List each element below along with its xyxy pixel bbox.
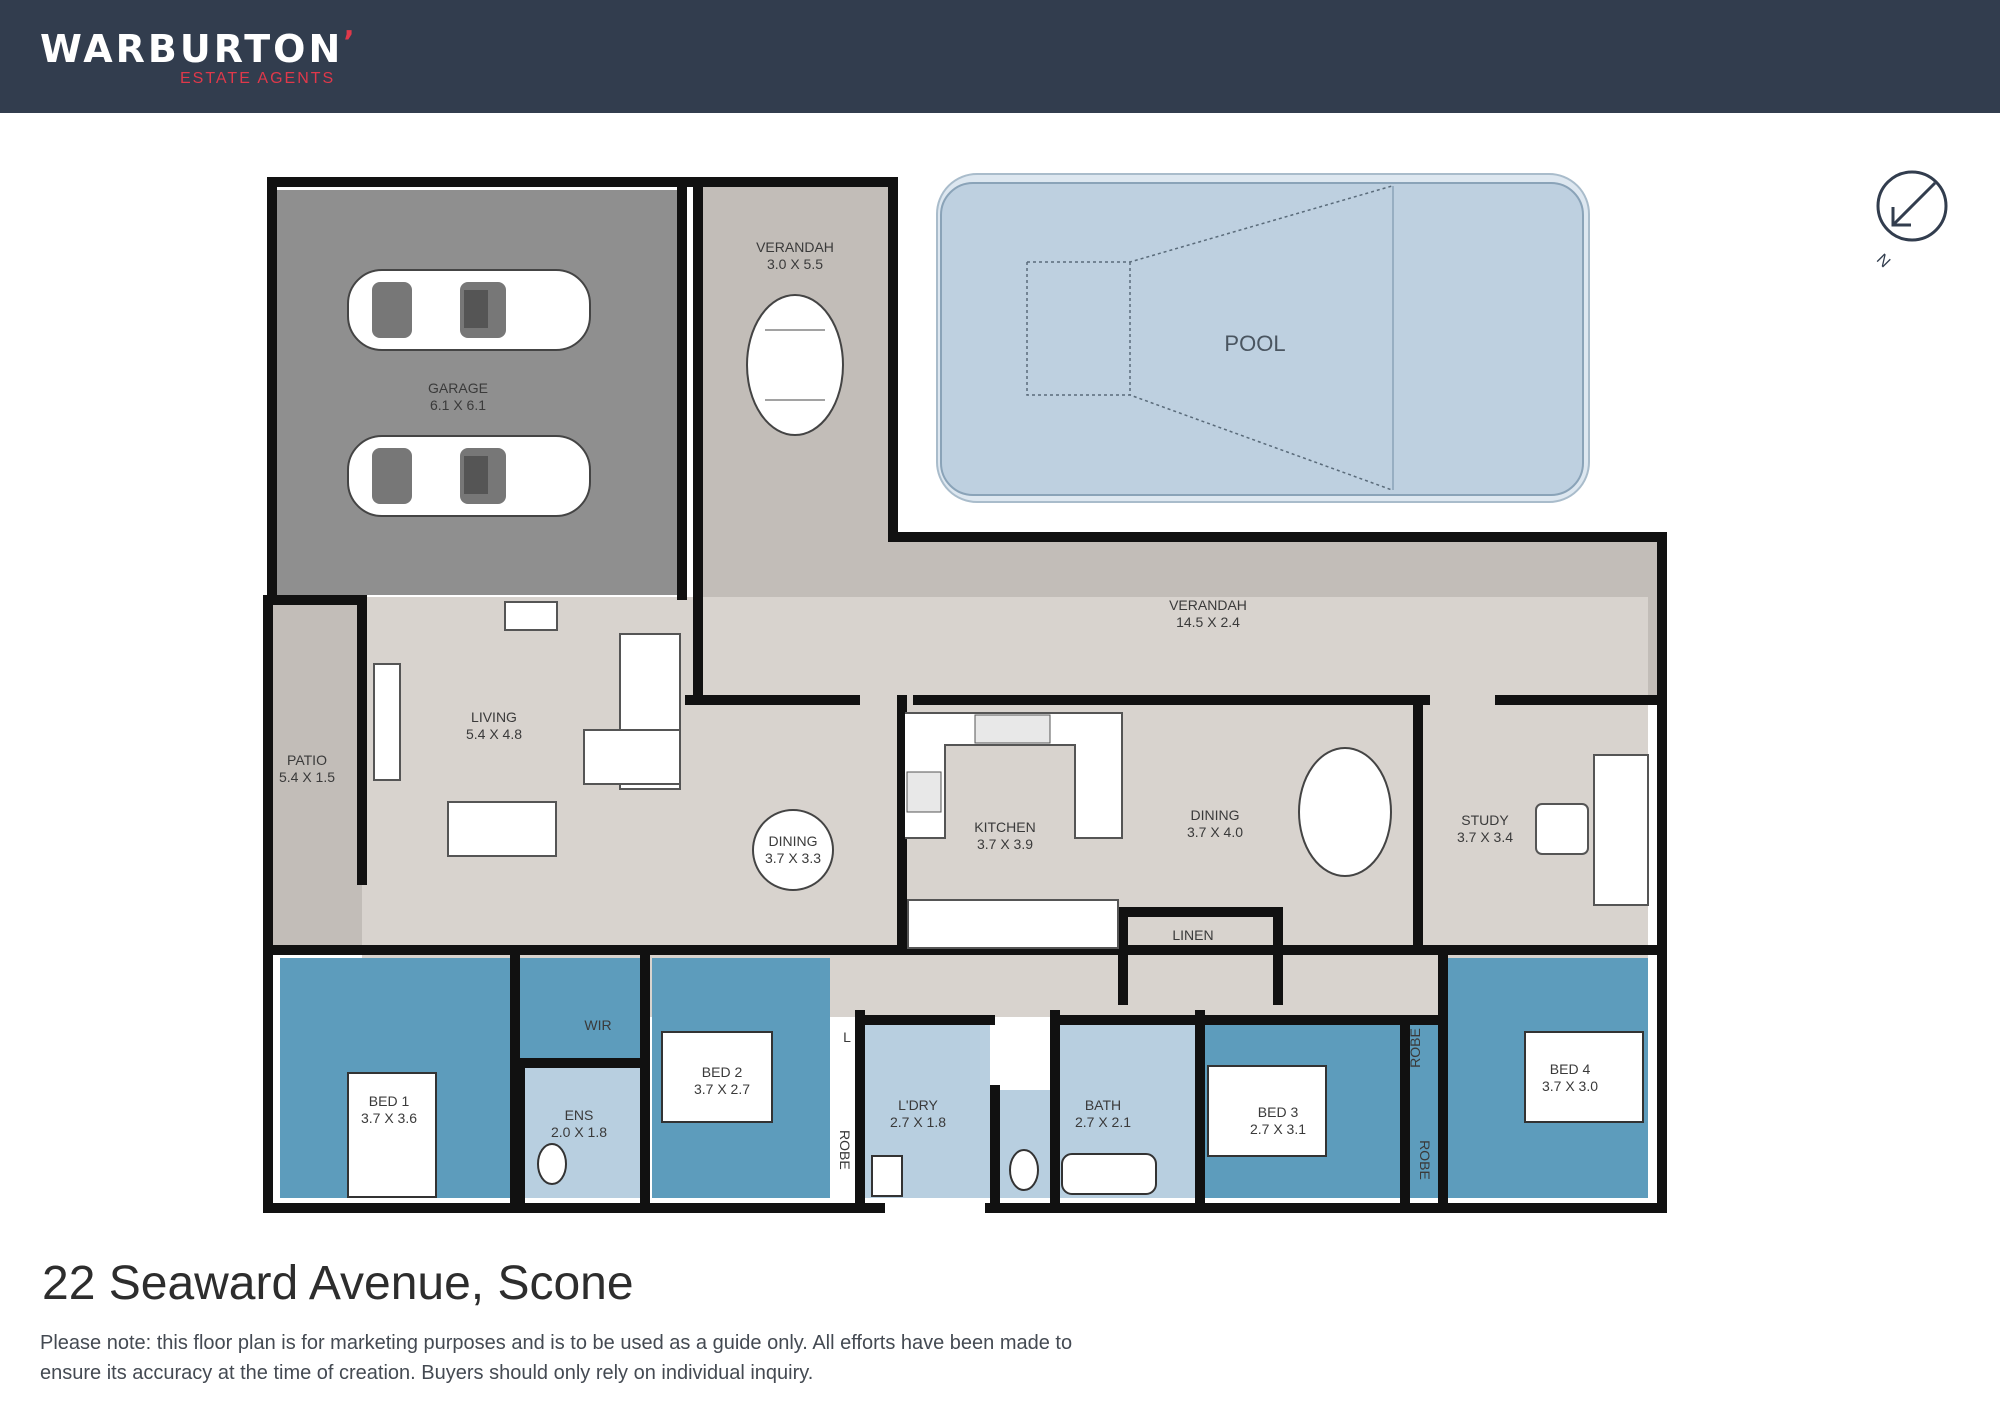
room-verandah-rear: VERANDAH 14.5 X 2.4 — [1169, 597, 1247, 630]
kitchen-bench-icon — [905, 712, 1123, 949]
room-pool-name: POOL — [1224, 331, 1285, 356]
room-name: BED 3 — [1258, 1104, 1299, 1120]
sofa-icon — [583, 633, 681, 790]
laundry-tub-icon — [871, 1155, 903, 1197]
room-name: DINING — [1191, 807, 1240, 823]
room-dims: 3.0 X 5.5 — [767, 256, 823, 272]
room-name: L'DRY — [898, 1097, 938, 1113]
room-dining-1: DINING 3.7 X 3.3 — [765, 833, 821, 866]
room-dims: 3.7 X 3.6 — [361, 1110, 417, 1126]
bed-icon — [1207, 1065, 1327, 1157]
sofa-icon — [447, 801, 557, 857]
dining-table-icon — [1298, 747, 1392, 877]
brand-name: WARBURTON — [40, 27, 344, 71]
bed-icon — [1524, 1031, 1644, 1123]
room-dims: 5.4 X 1.5 — [279, 769, 335, 785]
room-dims: 2.7 X 2.1 — [1075, 1114, 1131, 1130]
room-name: ENS — [565, 1107, 594, 1123]
property-address: 22 Seaward Avenue, Scone — [42, 1257, 634, 1310]
brand-logo: WARBURTON’ — [40, 25, 358, 71]
room-patio: PATIO 5.4 X 1.5 — [279, 752, 335, 785]
room-bed-4: BED 4 3.7 X 3.0 — [1542, 1061, 1598, 1094]
room-bed-1: BED 1 3.7 X 3.6 — [361, 1093, 417, 1126]
room-name: BATH — [1085, 1097, 1121, 1113]
car-icon — [347, 269, 591, 351]
room-dims: 3.7 X 2.7 — [694, 1081, 750, 1097]
walls — [263, 177, 1667, 1213]
bathtub-icon — [1061, 1153, 1157, 1195]
toilet-icon — [1009, 1149, 1039, 1191]
bed-icon — [347, 1072, 437, 1198]
patio-floor — [268, 605, 362, 945]
room-bed-2: BED 2 3.7 X 2.7 — [694, 1064, 750, 1097]
room-name: BED 1 — [369, 1093, 410, 1109]
room-kitchen: KITCHEN 3.7 X 3.9 — [974, 819, 1035, 852]
room-name: LIVING — [471, 709, 517, 725]
tv-unit-icon — [373, 663, 401, 781]
room-verandah-side: VERANDAH 3.0 X 5.5 — [756, 239, 834, 272]
compass: N — [1873, 170, 1948, 271]
room-name: DINING — [769, 833, 818, 849]
room-name: STUDY — [1461, 812, 1509, 828]
bed-icon — [661, 1031, 773, 1123]
room-ens: ENS 2.0 X 1.8 — [551, 1107, 607, 1140]
room-wir-name: WIR — [584, 1017, 611, 1033]
car-icon — [347, 435, 591, 517]
room-garage: GARAGE 6.1 X 6.1 — [428, 380, 488, 413]
header-bar: WARBURTON’ ESTATE AGENTS — [0, 0, 2000, 113]
room-linen-name: LINEN — [1172, 927, 1213, 943]
room-dims: 3.7 X 3.3 — [765, 850, 821, 866]
room-name: VERANDAH — [756, 239, 834, 255]
room-living: LIVING 5.4 X 4.8 — [466, 709, 522, 742]
room-dims: 3.7 X 4.0 — [1187, 824, 1243, 840]
compass-north-label: N — [1873, 251, 1893, 271]
fireplace-icon — [504, 601, 558, 631]
room-laundry: L'DRY 2.7 X 1.8 — [890, 1097, 946, 1130]
room-dims: 5.4 X 4.8 — [466, 726, 522, 742]
room-dims: 3.7 X 3.9 — [977, 836, 1033, 852]
pool — [936, 173, 1590, 503]
study-desk-icon — [1535, 754, 1649, 906]
room-dims: 6.1 X 6.1 — [430, 397, 486, 413]
disclaimer-note: Please note: this floor plan is for mark… — [40, 1332, 1073, 1384]
room-robe-2-name: ROBE — [1407, 1028, 1423, 1068]
room-name: PATIO — [287, 752, 327, 768]
room-robe-1-name: ROBE — [837, 1130, 853, 1170]
room-bath: BATH 2.7 X 2.1 — [1075, 1097, 1131, 1130]
toilet-icon — [537, 1143, 567, 1185]
room-name: BED 4 — [1550, 1061, 1591, 1077]
room-dims: 2.0 X 1.8 — [551, 1124, 607, 1140]
room-robe-3-name: ROBE — [1417, 1140, 1433, 1180]
room-name: BED 2 — [702, 1064, 743, 1080]
room-study: STUDY 3.7 X 3.4 — [1457, 812, 1513, 845]
brand-accent-mark: ’ — [343, 25, 358, 60]
room-dims: 3.7 X 3.4 — [1457, 829, 1513, 845]
room-name: VERANDAH — [1169, 597, 1247, 613]
room-dims: 14.5 X 2.4 — [1176, 614, 1240, 630]
room-dims: 2.7 X 1.8 — [890, 1114, 946, 1130]
garage-floor — [272, 190, 682, 595]
dining-table-icon — [752, 809, 834, 891]
room-dining-2: DINING 3.7 X 4.0 — [1187, 807, 1243, 840]
room-dims: 3.7 X 3.0 — [1542, 1078, 1598, 1094]
wir-floor — [520, 958, 640, 1063]
room-bed-3: BED 3 2.7 X 3.1 — [1250, 1104, 1306, 1137]
room-name: GARAGE — [428, 380, 488, 396]
room-name: KITCHEN — [974, 819, 1035, 835]
outdoor-table-icon — [746, 294, 844, 436]
room-dims: 2.7 X 3.1 — [1250, 1121, 1306, 1137]
room-l-name: L — [843, 1029, 851, 1045]
brand-subtitle: ESTATE AGENTS — [180, 70, 336, 87]
